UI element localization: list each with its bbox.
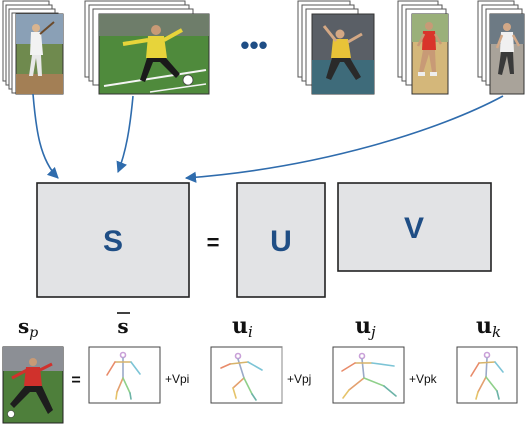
pose-equals-sign: = (71, 372, 80, 389)
matrix-S-label: S (103, 225, 123, 258)
matrix-equation: S = U V (36, 182, 492, 298)
image-stack-action (297, 0, 375, 95)
coef-vpi: +Vpi (165, 372, 189, 386)
matrix-equals-sign: = (207, 230, 220, 255)
label-uk: uk (476, 313, 501, 341)
matrix-U-box (236, 182, 326, 298)
ellipsis-dots: ••• (240, 30, 267, 60)
sp-photo (2, 346, 64, 424)
arrow-stack5-to-S (184, 95, 504, 183)
runner-white-photo (489, 13, 525, 95)
coef-vpj: +Vpj (287, 372, 311, 386)
matrix-V-label: V (404, 212, 424, 245)
pose-panel-uj (332, 346, 405, 404)
arrow-stack1-to-S (32, 93, 59, 179)
label-uj: uj (355, 313, 376, 341)
svg-text:s: s (117, 314, 128, 338)
coef-vpk: +Vpk (409, 372, 438, 386)
label-ui: ui (232, 313, 253, 341)
image-stack-runner-red (397, 0, 449, 95)
pose-panel-uk (456, 346, 518, 404)
goalkeeper-photo (98, 13, 210, 95)
bottom-labels: sp s ui uj uk (18, 312, 501, 341)
action-photo (311, 13, 375, 95)
matrix-U-label: U (270, 225, 292, 258)
pose-panel-mean (88, 346, 161, 404)
image-stack-goalkeeper (84, 0, 210, 95)
matrix-S-box (36, 182, 190, 298)
image-stack-runner-white (477, 0, 525, 95)
pose-panel-ui (210, 346, 283, 404)
label-s-mean: s (117, 312, 130, 338)
label-sp: sp (18, 314, 38, 341)
arrow-stack2-to-S (116, 95, 134, 174)
baseball-photo (15, 13, 64, 95)
image-stack-baseball (2, 0, 64, 95)
runner-red-photo (411, 13, 449, 95)
matrix-V-box (337, 182, 492, 272)
arrows (32, 93, 504, 183)
